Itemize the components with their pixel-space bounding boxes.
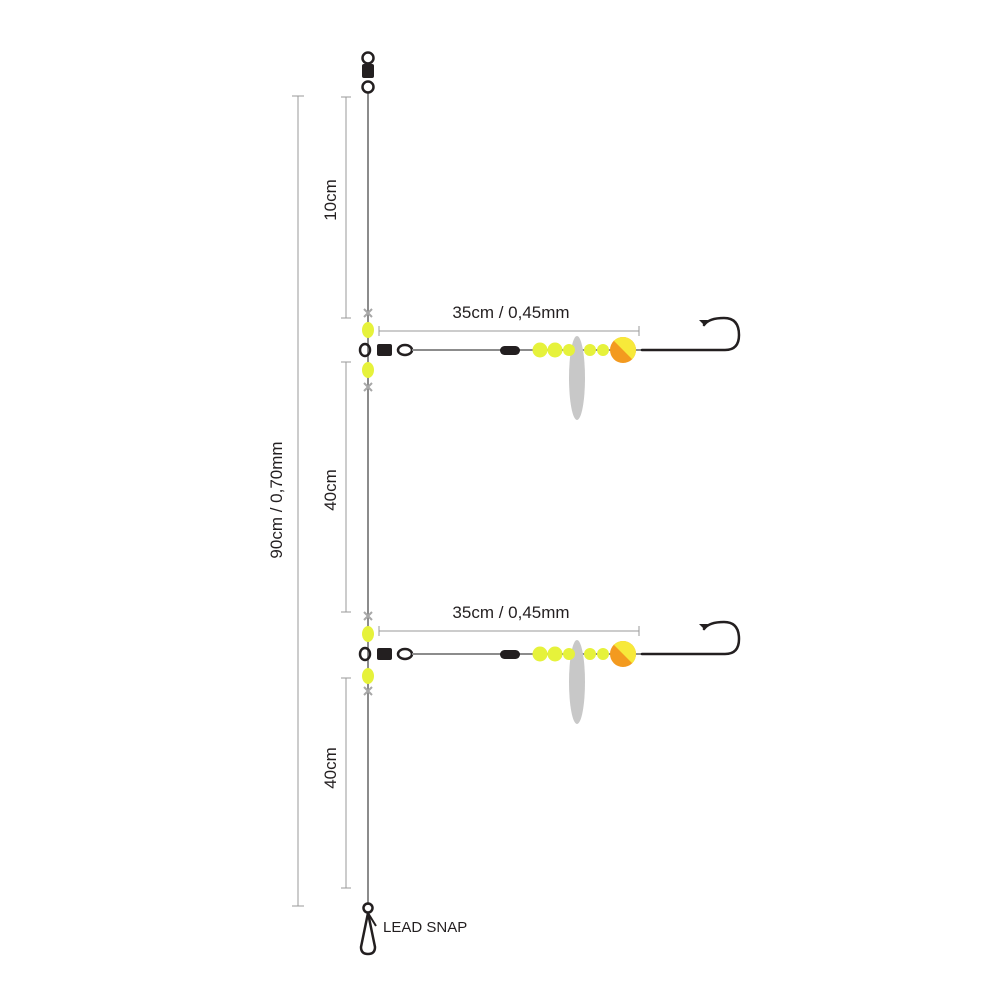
spinner-blade-icon bbox=[569, 336, 585, 420]
bead-icon bbox=[597, 344, 609, 356]
bead-icon bbox=[597, 648, 609, 660]
main-bead-icon bbox=[362, 362, 374, 378]
bead-icon bbox=[532, 646, 548, 662]
dropper-1-label: 35cm / 0,45mm bbox=[452, 303, 569, 322]
bead-icon bbox=[532, 342, 548, 358]
hook-icon bbox=[640, 620, 741, 656]
dropper-dimension bbox=[378, 626, 640, 636]
bead-icon bbox=[563, 344, 575, 356]
segment-dimension-bottom bbox=[341, 677, 351, 889]
segment-bottom-label: 40cm bbox=[321, 747, 340, 789]
stop-mark-icon bbox=[363, 611, 373, 621]
crimp-icon bbox=[500, 650, 520, 659]
spinner-blade-icon bbox=[569, 640, 585, 724]
dropper-1: 35cm / 0,45mm bbox=[358, 303, 741, 420]
dropper-2-label: 35cm / 0,45mm bbox=[452, 603, 569, 622]
hook-barb-icon bbox=[699, 320, 708, 325]
stop-mark-icon bbox=[363, 686, 373, 696]
segment-dimension-top bbox=[341, 96, 351, 319]
attractor-bead-icon bbox=[610, 337, 636, 363]
stop-mark-icon bbox=[363, 382, 373, 392]
segment-dimension-middle bbox=[341, 361, 351, 613]
stop-mark-icon bbox=[363, 308, 373, 318]
lead-snap-icon bbox=[359, 902, 377, 956]
dropper-dimension bbox=[378, 326, 640, 336]
bead-icon bbox=[547, 646, 563, 662]
dropper-2: 35cm / 0,45mm bbox=[358, 603, 741, 724]
lead-snap-label: LEAD SNAP bbox=[383, 919, 467, 936]
bead-icon bbox=[547, 342, 563, 358]
segment-top-label: 10cm bbox=[321, 179, 340, 221]
bead-icon bbox=[584, 344, 596, 356]
attractor-bead-icon bbox=[610, 640, 637, 667]
main-bead-icon bbox=[362, 668, 374, 684]
bead-icon bbox=[584, 648, 596, 660]
main-bead-icon bbox=[362, 322, 374, 338]
segment-middle-label: 40cm bbox=[321, 469, 340, 511]
bead-icon bbox=[563, 648, 575, 660]
main-bead-icon bbox=[362, 626, 374, 642]
crimp-icon bbox=[500, 346, 520, 355]
total-dimension bbox=[292, 95, 304, 907]
top-swivel-icon bbox=[361, 51, 375, 94]
hook-icon bbox=[640, 316, 741, 352]
total-length-label: 90cm / 0,70mm bbox=[267, 441, 286, 558]
hook-barb-icon bbox=[699, 624, 708, 629]
